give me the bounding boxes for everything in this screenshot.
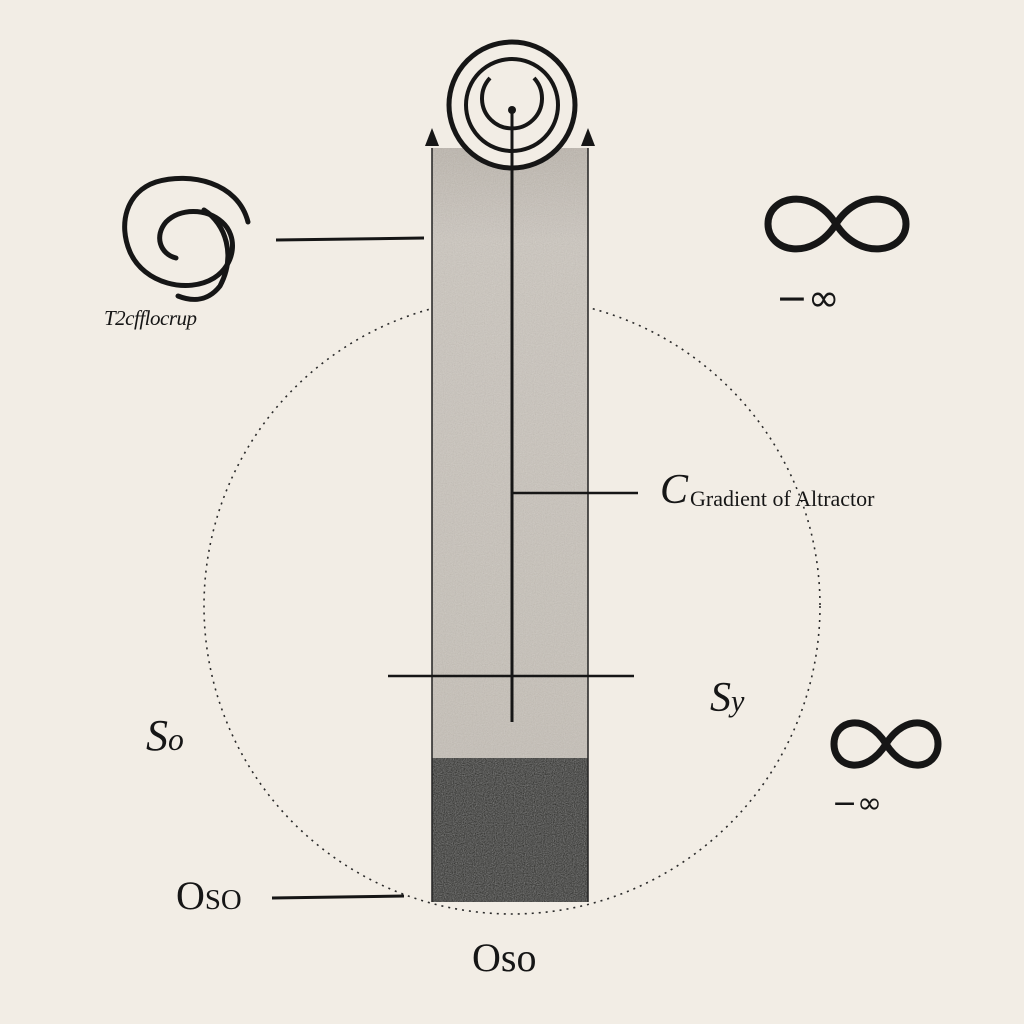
spiral-icon (122, 175, 251, 302)
so-sub: o (168, 722, 184, 757)
column-base-block (432, 758, 588, 902)
negative-infinity-label-bottom: −∞ (832, 786, 883, 821)
sy-main: S (710, 675, 731, 721)
gradient-column (432, 148, 588, 760)
arrow-up-left-icon (425, 128, 439, 146)
oso-left-main: O (176, 873, 205, 918)
c-letter-label: C (660, 467, 689, 513)
spiral-caption: T2cfflocrup (104, 306, 197, 330)
oso-left-label: OSO (176, 872, 242, 919)
so-main: S (146, 711, 168, 760)
oso-left-sub: SO (204, 884, 242, 916)
oso-bottom-label: Oso (472, 935, 537, 980)
so-label: So (146, 710, 184, 761)
infinity-icon (764, 195, 910, 253)
arrow-up-right-icon (581, 128, 595, 146)
oso-leader-line (271, 894, 405, 900)
infinity-icon (830, 719, 942, 769)
sy-sub: y (731, 684, 745, 718)
spiral-leader-line (275, 236, 425, 242)
gradient-caption: Gradient of Altractor (690, 486, 875, 511)
sy-label: Sy (710, 674, 744, 722)
negative-infinity-label-top: −∞ (776, 276, 840, 320)
